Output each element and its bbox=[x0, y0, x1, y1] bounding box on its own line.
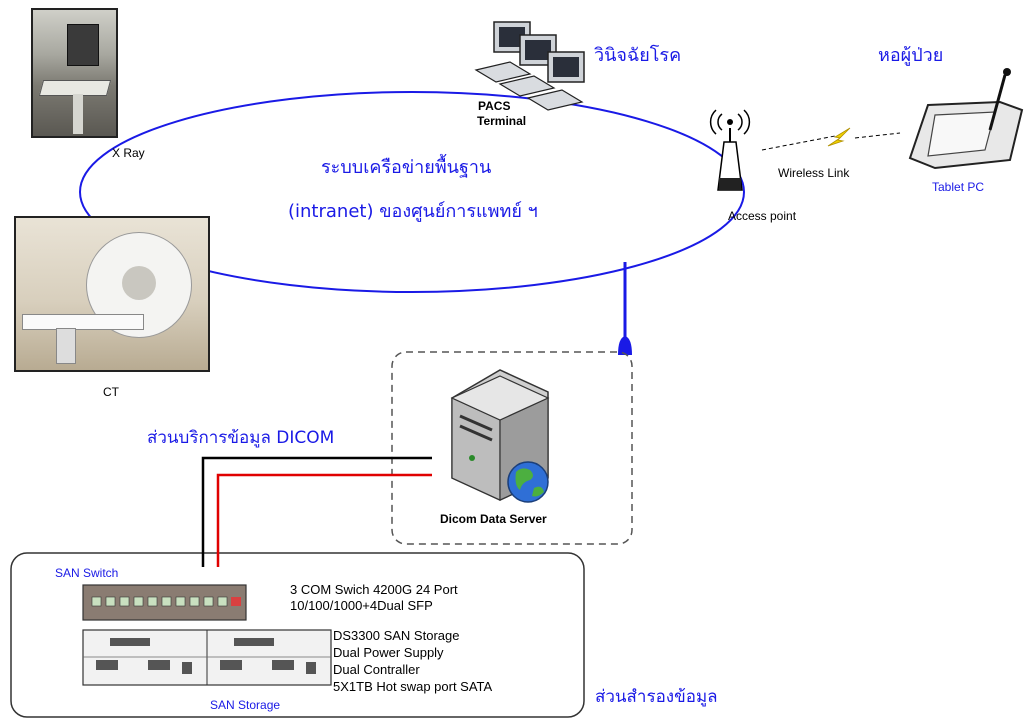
san-switch-device bbox=[82, 584, 247, 621]
san-box bbox=[10, 552, 585, 718]
xray-photo bbox=[31, 8, 118, 138]
san-cable-black bbox=[201, 456, 432, 567]
storage-spec-line3: Dual Contraller bbox=[333, 662, 420, 677]
switch-spec-line1: 3 COM Swich 4200G 24 Port bbox=[290, 582, 458, 597]
intranet-ring bbox=[79, 91, 745, 293]
wireless-link-icon bbox=[761, 127, 901, 151]
wireless-link-label: Wireless Link bbox=[778, 166, 850, 180]
pacs-terminal-icon bbox=[474, 21, 585, 111]
access-point-icon bbox=[709, 109, 751, 191]
tablet-pc-icon bbox=[908, 68, 1024, 170]
ward-label: หอผู้ป่วย bbox=[878, 45, 944, 66]
dicom-server-icon bbox=[450, 369, 550, 503]
network-title-line2: (intranet) ของศูนย์การแพทย์ ฯ bbox=[288, 201, 538, 222]
pacs-label-line1: PACS bbox=[478, 99, 511, 113]
access-point-label: Access point bbox=[728, 209, 797, 223]
san-switch-label: SAN Switch bbox=[55, 566, 119, 580]
dicom-service-label: ส่วนบริการข้อมูล DICOM bbox=[147, 428, 335, 448]
server-connector bbox=[618, 336, 632, 355]
pacs-label-line2: Terminal bbox=[477, 114, 527, 128]
dicom-server-box bbox=[391, 351, 633, 545]
san-storage-label: SAN Storage bbox=[210, 698, 281, 712]
switch-spec-line2: 10/100/1000+4Dual SFP bbox=[290, 598, 433, 613]
xray-label: X Ray bbox=[112, 146, 145, 160]
san-cable-red bbox=[216, 473, 432, 567]
storage-spec-line1: DS3300 SAN Storage bbox=[333, 628, 460, 643]
storage-spec-line4: 5X1TB Hot swap port SATA bbox=[333, 679, 493, 694]
san-storage-device bbox=[82, 629, 332, 686]
diagnosis-label: วินิจฉัยโรค bbox=[594, 45, 682, 66]
tablet-pc-label: Tablet PC bbox=[932, 180, 985, 194]
storage-spec-line2: Dual Power Supply bbox=[333, 645, 444, 660]
network-title-line1: ระบบเครือข่ายพื้นฐาน bbox=[321, 157, 492, 178]
ct-label: CT bbox=[103, 385, 119, 399]
storage-section-label: ส่วนสำรองข้อมูล bbox=[595, 687, 718, 707]
dicom-server-label: Dicom Data Server bbox=[440, 512, 547, 526]
ct-photo bbox=[14, 216, 210, 372]
